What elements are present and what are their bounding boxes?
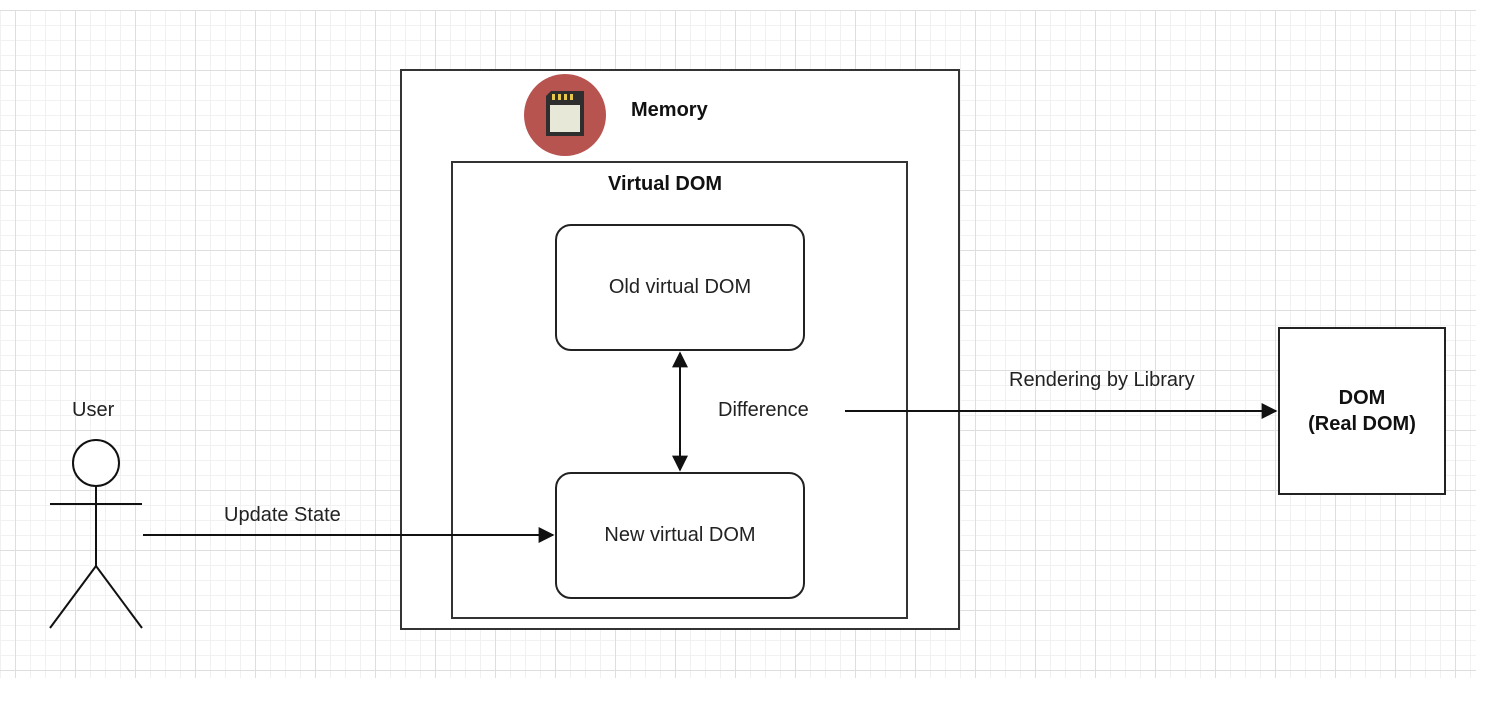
user-stick-figure-icon[interactable] xyxy=(49,439,143,629)
new-virtual-dom-node[interactable]: New virtual DOM xyxy=(555,472,805,599)
memory-card-label-area xyxy=(550,105,580,132)
real-dom-subtitle: (Real DOM) xyxy=(1308,413,1416,435)
user-label: User xyxy=(72,399,115,421)
real-dom-node[interactable]: DOM (Real DOM) xyxy=(1278,327,1446,495)
memory-card-icon xyxy=(524,74,606,156)
memory-label: Memory xyxy=(631,99,708,121)
update-state-edge-label: Update State xyxy=(224,504,341,526)
user-left-leg xyxy=(49,565,97,629)
real-dom-title: DOM xyxy=(1338,387,1386,409)
user-right-leg xyxy=(95,565,143,629)
old-virtual-dom-label: Old virtual DOM xyxy=(608,276,752,298)
user-head xyxy=(72,439,120,487)
rendering-edge-label: Rendering by Library xyxy=(1009,369,1195,391)
new-virtual-dom-label: New virtual DOM xyxy=(604,524,756,546)
difference-edge-label: Difference xyxy=(716,399,811,422)
old-virtual-dom-node[interactable]: Old virtual DOM xyxy=(555,224,805,351)
virtual-dom-label: Virtual DOM xyxy=(608,173,723,195)
